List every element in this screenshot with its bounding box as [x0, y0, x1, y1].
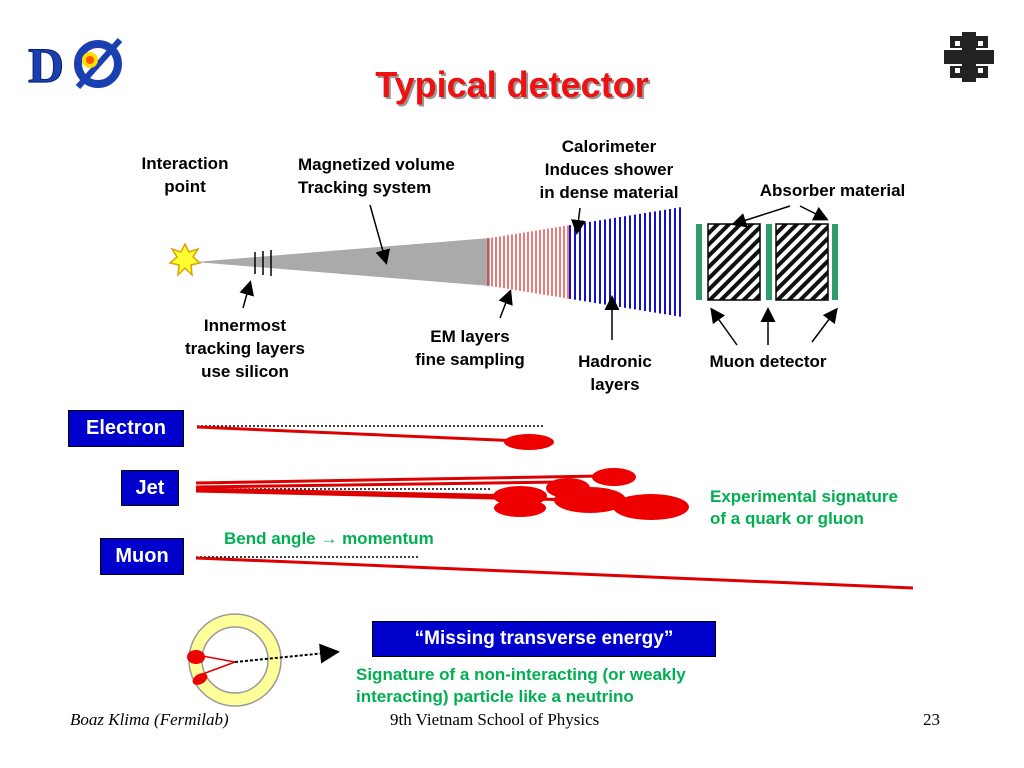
tracking-cone [195, 238, 490, 286]
label-line: in dense material [539, 183, 679, 202]
interaction-point-star [168, 242, 202, 278]
label-line: Innermost [203, 316, 287, 335]
d0-logo: D [26, 32, 126, 92]
note-line: Signature of a non-interacting (or weakl… [356, 665, 686, 684]
pointer-arrows [239, 204, 838, 346]
footer-page: 23 [923, 710, 940, 729]
label-line: fine sampling [415, 350, 525, 369]
footer-author: Boaz Klima (Fermilab) [70, 710, 229, 729]
missing-note: Signature of a non-interacting (or weakl… [356, 664, 816, 708]
fermilab-logo-icon [944, 32, 994, 82]
bend-note: Bend angle → momentum [224, 529, 434, 548]
silicon-layers [254, 250, 272, 276]
label-line: Tracking system [298, 178, 432, 197]
footer-event: 9th Vietnam School of Physics [390, 710, 600, 729]
label-line: Calorimeter [561, 137, 657, 156]
label-line: tracking layers [184, 339, 305, 358]
label-line: Magnetized volume [298, 155, 455, 174]
page-title: Typical detector [375, 64, 649, 105]
electron-track [196, 425, 554, 450]
tag-muon: Muon [100, 538, 184, 575]
jet-note: Experimental signature of a quark or glu… [710, 486, 970, 530]
tag-jet: Jet [121, 470, 179, 506]
label-line: EM layers [430, 327, 510, 346]
fermilab-logo [944, 32, 994, 82]
label-interaction-point: Interaction point [115, 152, 255, 198]
label-magnetized-volume: Magnetized volume Tracking system [298, 153, 498, 199]
label-line: Hadronic [578, 352, 652, 371]
label-calorimeter: Calorimeter Induces shower in dense mate… [510, 135, 708, 204]
label-muon-detector: Muon detector [709, 352, 827, 371]
label-innermost: Innermost tracking layers use silicon [160, 314, 330, 383]
label-line: Interaction [141, 154, 229, 173]
em-layers [487, 225, 569, 299]
label-line: point [164, 177, 206, 196]
jet-tracks [195, 468, 689, 520]
label-line: Induces shower [544, 160, 674, 179]
note-line: Experimental signature [710, 487, 899, 506]
missing-et-box: “Missing transverse energy” [372, 621, 716, 657]
label-line: layers [590, 375, 640, 394]
muon-detector [696, 223, 838, 301]
note-line: of a quark or gluon [710, 509, 864, 528]
tag-electron: Electron [68, 410, 184, 447]
note-line: interacting) particle like a neutrino [356, 687, 634, 706]
hadronic-layers [569, 207, 681, 317]
muon-track [195, 556, 914, 590]
d0-logo-graphic: D [28, 37, 123, 92]
label-em-layers: EM layers fine sampling [395, 325, 545, 371]
label-line: use silicon [201, 362, 289, 381]
label-hadronic: Hadronic layers [555, 350, 675, 396]
label-absorber: Absorber material [759, 181, 906, 200]
missing-et-ring [187, 613, 340, 707]
d0-logo-text: D [28, 37, 64, 92]
